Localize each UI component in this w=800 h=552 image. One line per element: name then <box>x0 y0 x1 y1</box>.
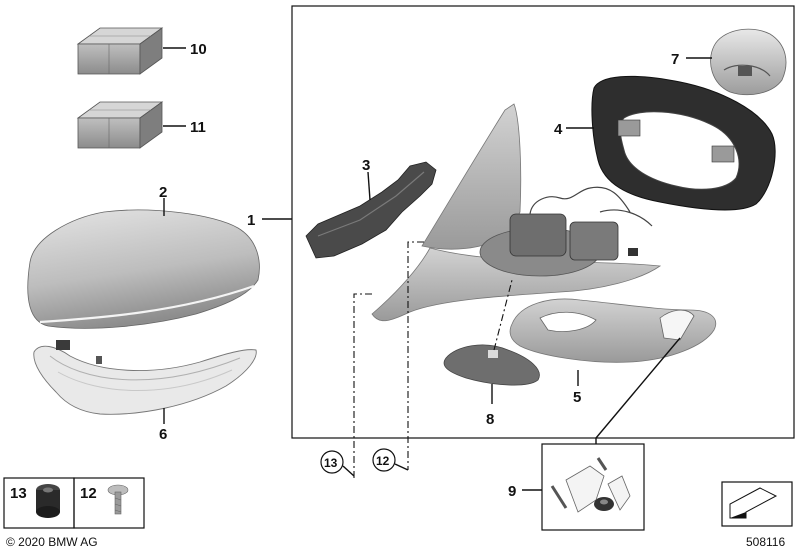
mirror-base-assembly <box>371 103 662 322</box>
part-10-box <box>76 27 164 75</box>
legend-13-label: 13 <box>10 485 27 502</box>
part-3-bracket <box>305 161 437 259</box>
callout-10: 10 <box>190 41 207 58</box>
callout-11: 11 <box>190 119 206 136</box>
part-7-mirror-glass <box>710 28 787 96</box>
part-5-lower-trim <box>509 298 716 363</box>
assembly-frame <box>291 5 795 439</box>
callout-7: 7 <box>671 51 679 68</box>
part-6-turn-signal <box>33 340 257 415</box>
callout-6: 6 <box>159 426 167 443</box>
callout-9: 9 <box>508 483 516 500</box>
part-4-housing-frame <box>591 75 776 211</box>
legend-12-label: 12 <box>80 485 97 502</box>
legend-12-screw <box>107 484 129 515</box>
callout-3: 3 <box>362 157 370 174</box>
callout-4: 4 <box>554 121 563 138</box>
part-11-box <box>76 101 164 149</box>
callout-2: 2 <box>159 184 167 201</box>
callout-1: 1 <box>247 212 255 229</box>
callout-8: 8 <box>486 411 494 428</box>
diagram-number: 508116 <box>746 535 785 549</box>
copyright-text: © 2020 BMW AG <box>6 535 98 549</box>
callout-13: 13 <box>324 456 338 470</box>
direction-arrow-icon <box>729 487 778 519</box>
part-8-cover-plate <box>443 344 540 386</box>
part-2-mirror-cap <box>27 209 260 329</box>
diagram-number-box <box>721 481 793 527</box>
leader-13 <box>353 293 372 480</box>
part-9-frame <box>541 443 645 531</box>
part-9-clip-kit <box>550 457 631 513</box>
legend-12-box <box>73 477 145 529</box>
callout-5: 5 <box>573 389 581 406</box>
leader-12 <box>407 241 424 470</box>
legend-13-grommet <box>36 484 60 518</box>
callout-12: 12 <box>376 454 390 468</box>
